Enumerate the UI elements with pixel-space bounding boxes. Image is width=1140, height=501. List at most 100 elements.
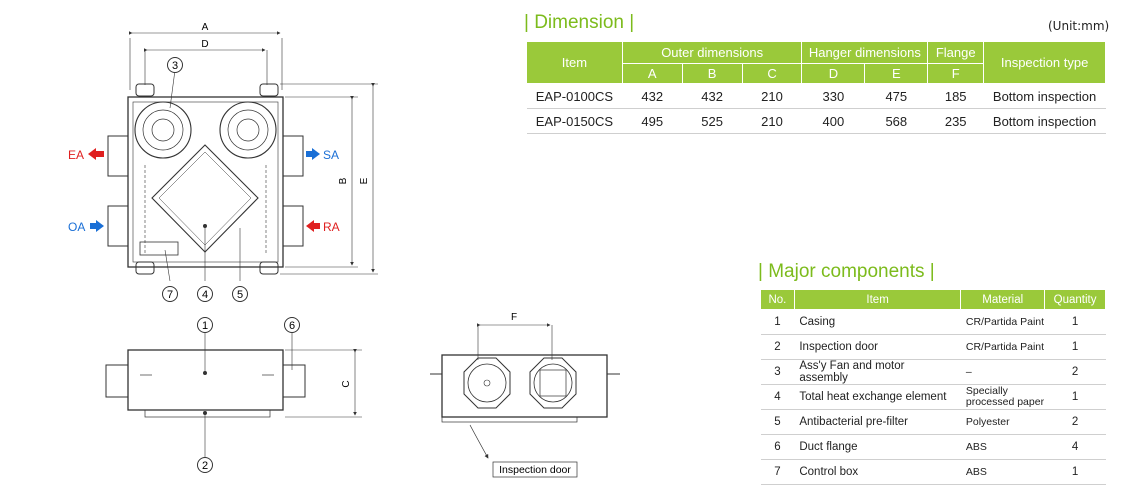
subcol-d: D	[801, 63, 866, 84]
cell-item: Inspection door	[794, 334, 961, 360]
dim-d-label: D	[201, 39, 208, 50]
airflow-sa: SA	[306, 148, 339, 162]
col-flange: Flange	[927, 41, 985, 64]
svg-text:Inspection door: Inspection door	[499, 464, 571, 476]
svg-text:OA: OA	[68, 220, 85, 234]
table-row: 6 Duct flange ABS 4	[760, 434, 1106, 460]
cell-quantity: 1	[1044, 459, 1106, 485]
col-hanger-dimensions: Hanger dimensions	[801, 41, 929, 64]
callout-6: 6	[284, 317, 300, 333]
cell: 330	[801, 83, 865, 109]
svg-text:7: 7	[167, 289, 173, 301]
svg-text:4: 4	[202, 289, 208, 301]
svg-text:3: 3	[172, 60, 178, 72]
cell-item: Casing	[794, 309, 961, 335]
cell-material: CR/Partida Paint	[960, 334, 1045, 360]
inspection-door-callout: Inspection door	[492, 461, 578, 478]
components-table: No. Item Material Quantity 1 Casing CR/P…	[760, 289, 1106, 485]
dim-e-label: E	[359, 177, 370, 184]
cell-quantity: 1	[1044, 309, 1106, 335]
cell: 495	[622, 108, 683, 134]
col-item: Item	[793, 289, 962, 310]
svg-text:5: 5	[237, 289, 243, 301]
cell-quantity: 2	[1044, 409, 1106, 435]
cell-no: 4	[760, 384, 795, 410]
technical-drawing: A D B E EA SA OA RA C	[68, 22, 620, 478]
svg-text:6: 6	[289, 320, 295, 332]
subcol-b: B	[681, 63, 743, 84]
dimension-title: | Dimension |	[524, 12, 635, 33]
top-view	[107, 31, 378, 282]
cell: 235	[927, 108, 984, 134]
callout-3: 3	[167, 57, 183, 73]
cell-material: ABS	[960, 459, 1045, 485]
dim-f-label: F	[511, 312, 517, 323]
cell-no: 7	[760, 459, 795, 485]
col-inspection-type: Inspection type	[983, 41, 1106, 84]
table-row: 2 Inspection door CR/Partida Paint 1	[760, 334, 1106, 360]
cell-material: Specially processed paper	[960, 384, 1045, 410]
subcol-e: E	[864, 63, 929, 84]
unit-note: (Unit:mm)	[1048, 19, 1110, 33]
cell: 185	[927, 83, 984, 109]
table-row: 3 Ass'y Fan and motor assembly – 2	[760, 359, 1106, 385]
cell-quantity: 2	[1044, 359, 1106, 385]
subcol-a: A	[621, 63, 683, 84]
cell-no: 3	[760, 359, 795, 385]
side-view	[105, 333, 362, 457]
cell: EAP-0150CS	[526, 108, 623, 134]
cell-quantity: 4	[1044, 434, 1106, 460]
cell-quantity: 1	[1044, 334, 1106, 360]
front-view	[430, 323, 620, 459]
table-row: 1 Casing CR/Partida Paint 1	[760, 309, 1106, 335]
callout-4: 4	[197, 286, 213, 302]
svg-text:EA: EA	[68, 148, 84, 162]
svg-text:1: 1	[202, 320, 208, 332]
table-row: 4 Total heat exchange element Specially …	[760, 384, 1106, 410]
cell-no: 5	[760, 409, 795, 435]
cell-no: 6	[760, 434, 795, 460]
col-outer-dimensions: Outer dimensions	[621, 41, 803, 64]
airflow-ea: EA	[68, 148, 104, 162]
svg-text:RA: RA	[323, 220, 340, 234]
table-row: 7 Control box ABS 1	[760, 459, 1106, 485]
dim-c-label: C	[341, 380, 352, 387]
cell-material: ABS	[960, 434, 1045, 460]
col-item: Item	[526, 41, 623, 84]
cell-material: Polyester	[960, 409, 1045, 435]
svg-text:2: 2	[202, 460, 208, 472]
airflow-ra: RA	[306, 220, 340, 234]
subcol-f: F	[927, 63, 985, 84]
cell-quantity: 1	[1044, 384, 1106, 410]
cell: 210	[742, 108, 802, 134]
cell-item: Duct flange	[794, 434, 961, 460]
cell-item: Total heat exchange element	[794, 384, 961, 410]
cell: 432	[682, 83, 743, 109]
components-title: | Major components |	[758, 261, 935, 282]
dimension-table: Item Outer dimensions Hanger dimensions …	[526, 41, 1106, 134]
col-no: No.	[760, 289, 795, 310]
cell-no: 2	[760, 334, 795, 360]
cell-item: Ass'y Fan and motor assembly	[794, 359, 961, 385]
cell-item: Antibacterial pre-filter	[794, 409, 961, 435]
cell: Bottom inspection	[983, 83, 1106, 109]
col-quantity: Quantity	[1044, 289, 1106, 310]
dim-b-label: B	[338, 177, 349, 184]
table-row: EAP-0100CS 432 432 210 330 475 185 Botto…	[526, 83, 1106, 109]
cell: 475	[864, 83, 928, 109]
col-material: Material	[960, 289, 1046, 310]
cell: 210	[742, 83, 802, 109]
callout-2: 2	[197, 457, 213, 473]
svg-text:SA: SA	[323, 148, 339, 162]
callout-7: 7	[162, 286, 178, 302]
cell-material: –	[960, 359, 1045, 385]
cell-item: Control box	[794, 459, 961, 485]
table-row: EAP-0150CS 495 525 210 400 568 235 Botto…	[526, 108, 1106, 134]
callout-5: 5	[232, 286, 248, 302]
airflow-oa: OA	[68, 220, 104, 234]
cell: Bottom inspection	[983, 108, 1106, 134]
cell: 525	[682, 108, 743, 134]
callout-1: 1	[197, 317, 213, 333]
table-row: 5 Antibacterial pre-filter Polyester 2	[760, 409, 1106, 435]
cell-no: 1	[760, 309, 795, 335]
